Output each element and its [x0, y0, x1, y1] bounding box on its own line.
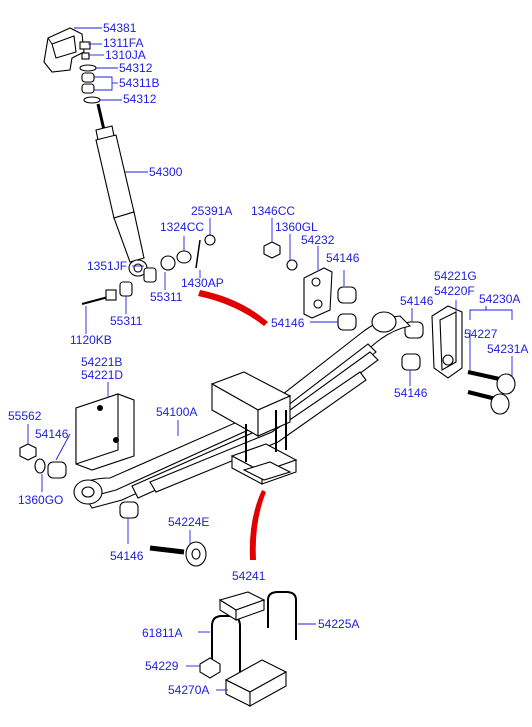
spring-pin [149, 541, 207, 567]
lower-seat-pad [224, 659, 288, 707]
label-55311-b: 55311 [110, 314, 143, 328]
label-1430AP: 1430AP [181, 276, 224, 290]
u-bolt-lower-left [211, 615, 241, 672]
label-54312-top: 54312 [119, 61, 153, 75]
label-54231A: 54231A [487, 342, 528, 356]
leader-lines [27, 27, 513, 691]
label-61811A: 61811A [142, 626, 182, 640]
label-54300: 54300 [149, 165, 183, 179]
u-bolt-lower-right [267, 591, 297, 640]
clamp-block [218, 591, 266, 621]
label-55311-a: 55311 [150, 290, 183, 304]
label-1351JF: 1351JF [87, 259, 127, 273]
label-54146-e: 54146 [35, 427, 69, 441]
label-1310JA: 1310JA [105, 48, 146, 62]
label-54311B: 54311B [119, 76, 159, 90]
label-54100A: 54100A [156, 405, 197, 419]
part-labels: 54381 1311FA 1310JA 54312 54311B 54312 5… [8, 21, 528, 697]
label-1360GL: 1360GL [275, 220, 318, 234]
front-hanger-bracket [75, 393, 135, 471]
label-54146-b: 54146 [271, 316, 305, 330]
label-54220F: 54220F [434, 284, 475, 298]
shackle-plate [303, 267, 333, 319]
lower-nut [199, 657, 221, 679]
label-55562: 55562 [8, 409, 42, 423]
rear-hanger-bracket [431, 305, 463, 379]
red-arrow-lower [249, 490, 266, 560]
label-54146-d: 54146 [394, 386, 428, 400]
label-54241: 54241 [232, 569, 266, 583]
spring-shackle [467, 370, 516, 415]
upper-mount-bracket [43, 27, 85, 73]
label-54227: 54227 [464, 327, 498, 341]
label-54146-c: 54146 [400, 294, 434, 308]
label-1311FA: 1311FA [103, 36, 143, 50]
label-54221B: 54221B [81, 355, 122, 369]
label-54146-f: 54146 [110, 549, 144, 563]
label-54225A: 54225A [318, 617, 359, 631]
label-1120KB: 1120KB [70, 333, 112, 347]
label-1324CC: 1324CC [160, 220, 204, 234]
label-54221G: 54221G [434, 269, 477, 283]
spring-clamp-plate [210, 371, 292, 437]
label-54232: 54232 [301, 233, 335, 247]
top-nut-stack [79, 41, 101, 104]
u-bolt-pair-upper [245, 410, 287, 462]
leaf-spring-assembly [73, 311, 412, 509]
label-25391A: 25391A [191, 204, 232, 218]
shock-lower-hardware [81, 234, 216, 305]
label-54224E: 54224E [168, 515, 209, 529]
label-54221D: 54221D [81, 368, 123, 382]
front-nut-washer [19, 443, 46, 474]
label-54146-a: 54146 [326, 251, 360, 265]
nut-washer-set [263, 241, 298, 271]
label-1360GO: 1360GO [18, 493, 63, 507]
red-arrow-upper [198, 290, 268, 326]
bushing-set [47, 286, 424, 519]
label-1346CC: 1346CC [251, 204, 295, 218]
lower-spring-seat [230, 443, 298, 485]
label-54270A: 54270A [168, 683, 209, 697]
label-54312-bottom: 54312 [123, 92, 157, 106]
label-54229: 54229 [145, 659, 179, 673]
label-54230A: 54230A [479, 292, 520, 306]
label-54381: 54381 [103, 21, 137, 35]
shock-absorber [95, 103, 148, 277]
